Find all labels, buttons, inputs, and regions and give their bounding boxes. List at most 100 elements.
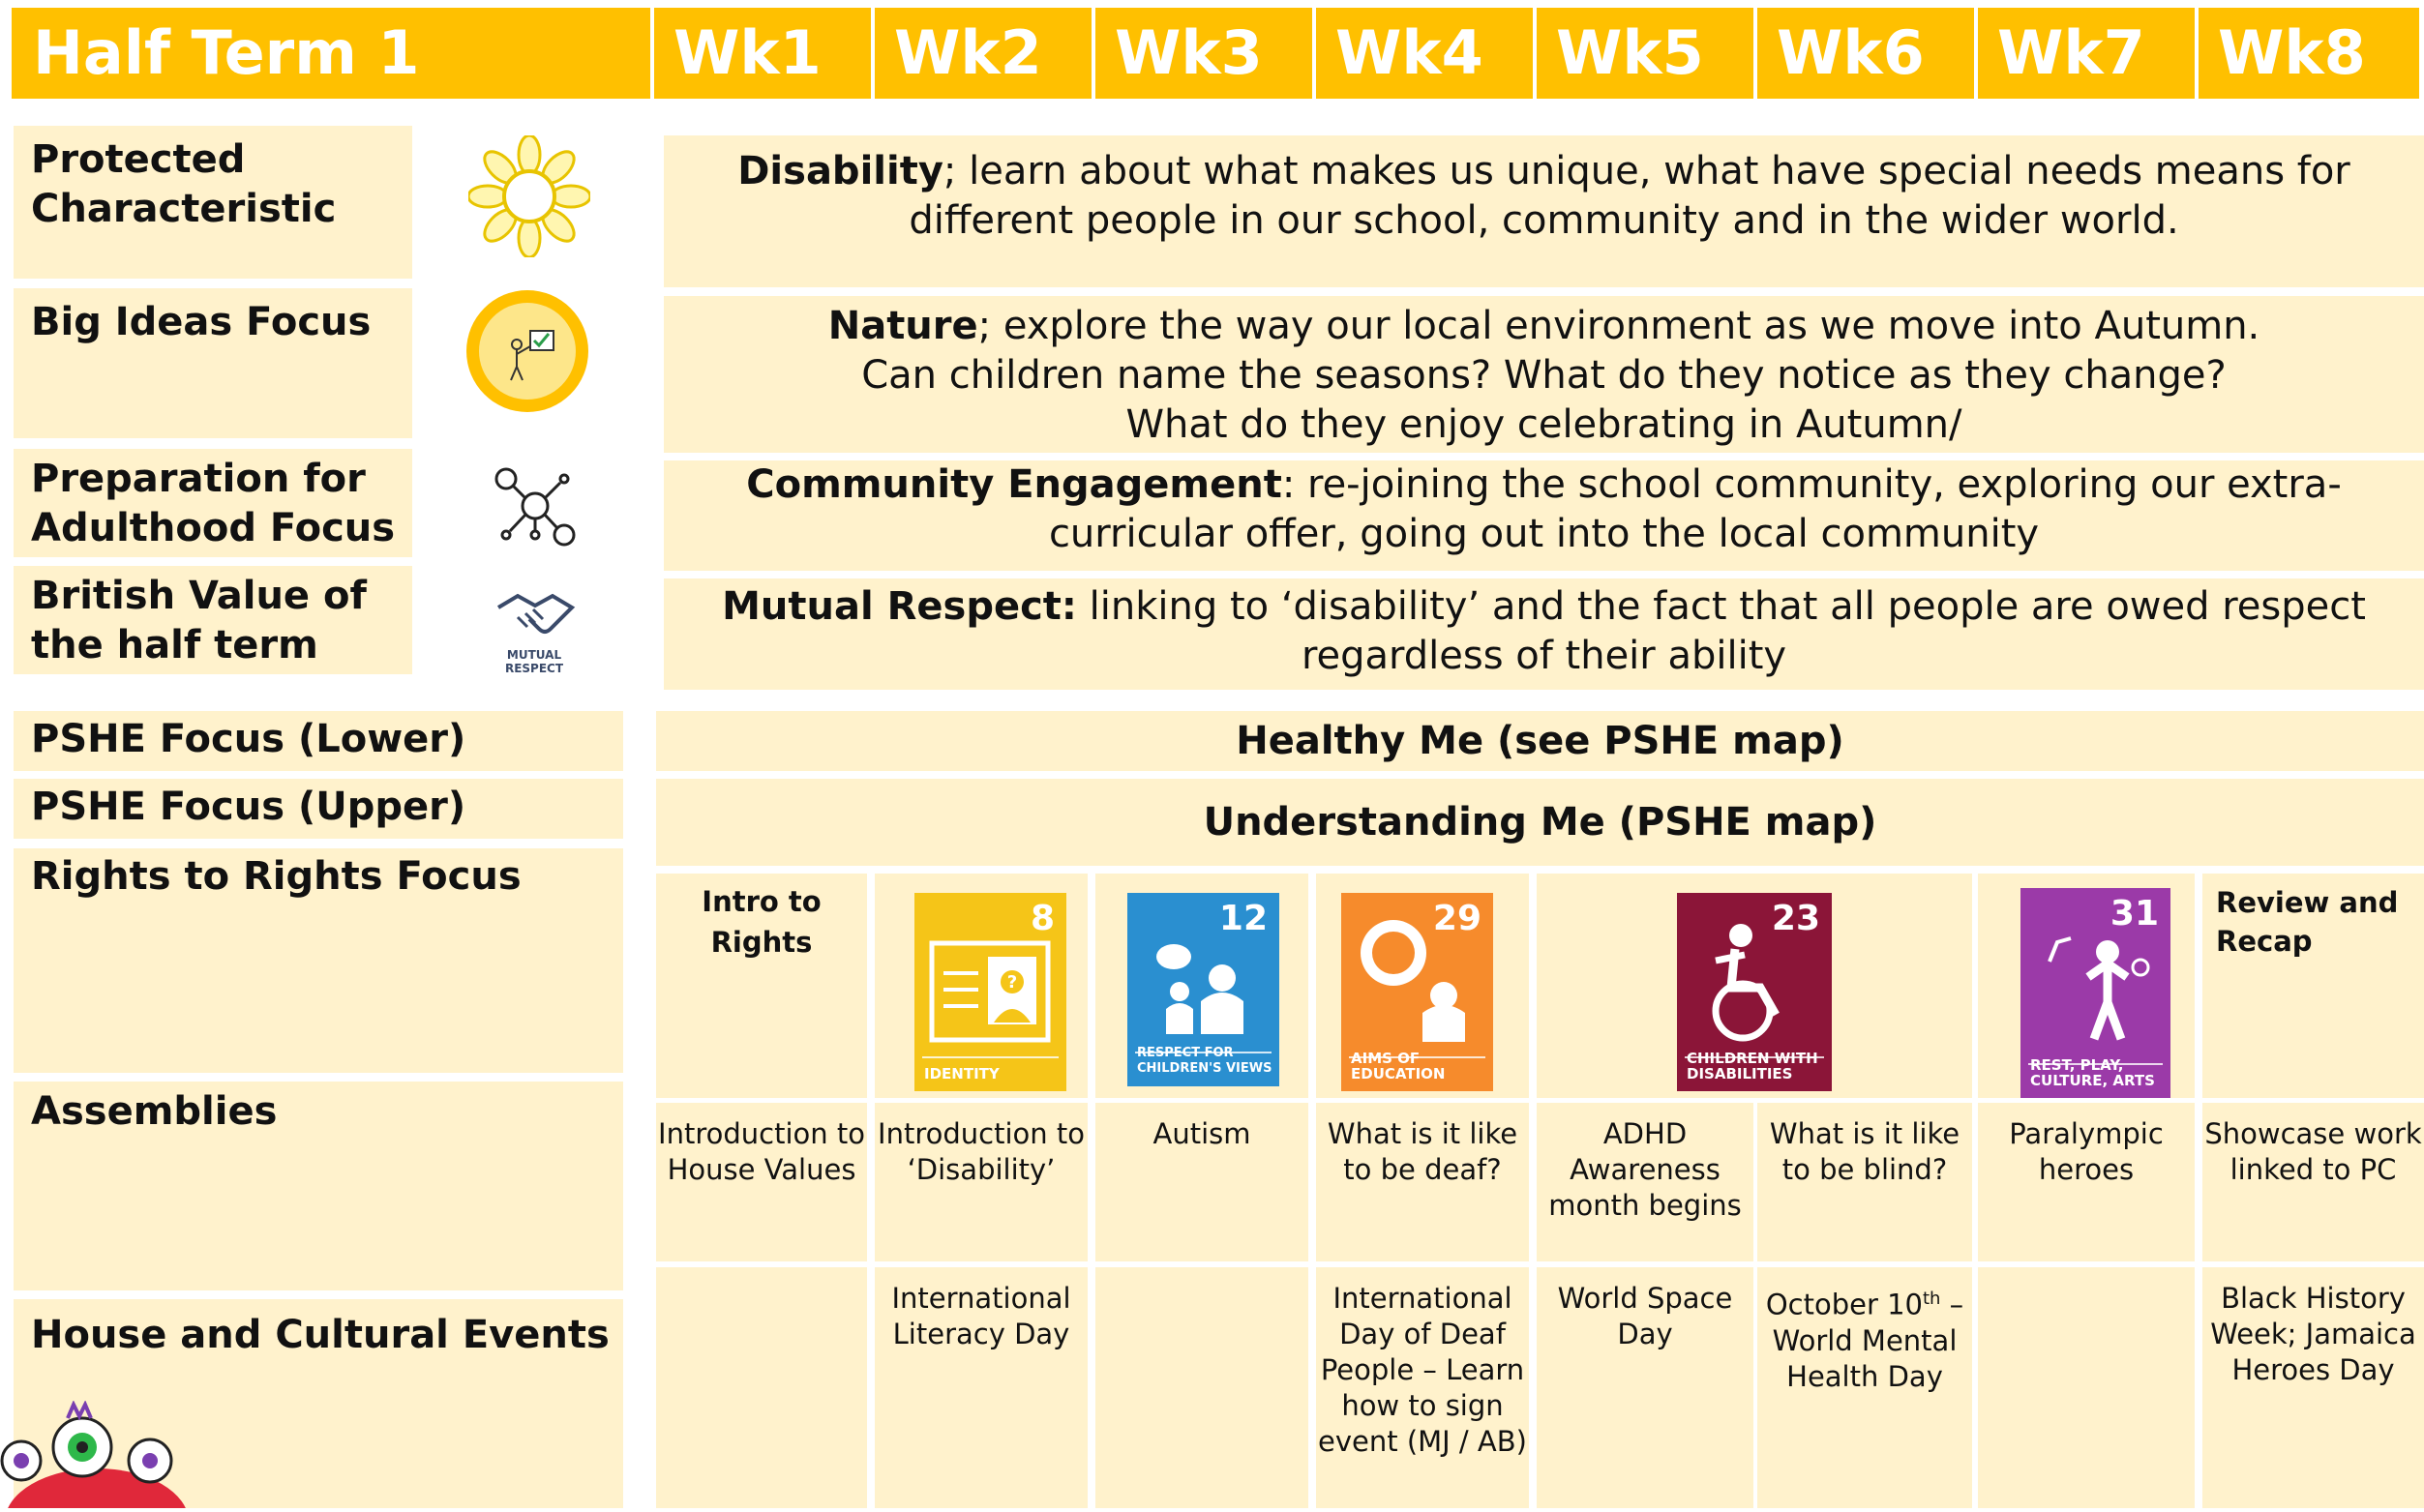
house-wk4: International Day of Deaf People – Learn… xyxy=(1316,1267,1529,1508)
week-header-3: Wk3 xyxy=(1095,8,1312,99)
week-header-8: Wk8 xyxy=(2199,8,2419,99)
handshake-caption: MUTUAL RESPECT xyxy=(504,648,564,675)
assembly-text: What is it like to be blind? xyxy=(1769,1117,1960,1186)
label-text: British Value of the half term xyxy=(31,574,367,667)
tile-caption: RESPECT FOR CHILDREN'S VIEWS xyxy=(1137,1046,1272,1076)
tile-number: 23 xyxy=(1771,899,1820,938)
tile-number: 12 xyxy=(1218,899,1268,938)
house-wk6: October 10th – World Mental Health Day xyxy=(1757,1267,1972,1508)
sunflower-icon xyxy=(466,133,592,259)
house-wk8: Black History Week; Jamaica Heroes Day xyxy=(2202,1267,2424,1508)
big-ideas-description: Nature; explore the way our local enviro… xyxy=(664,296,2424,453)
week-label: Wk8 xyxy=(2218,17,2366,88)
label-rights: Rights to Rights Focus xyxy=(14,848,623,1073)
half-term-title: Half Term 1 xyxy=(12,8,650,99)
assembly-text: Introduction to ‘Disability’ xyxy=(878,1117,1085,1186)
label-protected-characteristic: Protected Characteristic xyxy=(14,126,412,279)
assembly-wk1: Introduction to House Values xyxy=(656,1103,867,1261)
label-text: Big Ideas Focus xyxy=(31,300,372,344)
pshe-upper-text: Understanding Me (PSHE map) xyxy=(1203,800,1877,845)
label-text: PSHE Focus (Upper) xyxy=(31,785,466,829)
british-text: linking to ‘disability’ and the fact tha… xyxy=(1076,584,2366,678)
assembly-text: ADHD Awareness month begins xyxy=(1548,1117,1742,1222)
tile-bar xyxy=(1685,1056,1824,1058)
article-8-tile: 8 ? IDENTITY xyxy=(914,893,1066,1091)
british-value-description-text: Mutual Respect: linking to ‘disability’ … xyxy=(693,582,2395,681)
house-wk3 xyxy=(1095,1267,1308,1508)
tile-number: 29 xyxy=(1432,899,1481,938)
adulthood-text: : re-joining the school community, explo… xyxy=(1048,462,2342,556)
house-wk2: International Literacy Day xyxy=(875,1267,1088,1508)
label-assemblies: Assemblies xyxy=(14,1082,623,1290)
adulthood-description-text: Community Engagement: re-joining the sch… xyxy=(722,460,2366,559)
week-label: Wk5 xyxy=(1556,17,1704,88)
article-23-tile: 23 CHILDREN WITH DISABILITIES xyxy=(1677,893,1832,1091)
week-label: Wk4 xyxy=(1335,17,1483,88)
house-text-sup: th xyxy=(1923,1289,1941,1309)
adulthood-key: Community Engagement xyxy=(746,462,1282,507)
half-term-title-text: Half Term 1 xyxy=(33,17,420,88)
label-adulthood: Preparation for Adulthood Focus xyxy=(14,449,412,557)
tile-bar xyxy=(1349,1056,1485,1058)
week-header-7: Wk7 xyxy=(1978,8,2195,99)
house-wk1 xyxy=(656,1267,867,1508)
rights-wk1-text: Intro to Rights xyxy=(702,885,822,959)
british-key: Mutual Respect: xyxy=(722,584,1077,629)
house-text-pre: October 10 xyxy=(1765,1288,1923,1321)
network-people-icon xyxy=(489,460,582,552)
week-label: Wk2 xyxy=(894,17,1042,88)
week-header-2: Wk2 xyxy=(875,8,1092,99)
adulthood-description: Community Engagement: re-joining the sch… xyxy=(664,460,2424,571)
label-text: Protected Characteristic xyxy=(31,137,337,231)
assembly-wk5: ADHD Awareness month begins xyxy=(1537,1103,1753,1261)
education-icon xyxy=(1361,920,1465,1042)
assembly-wk8: Showcase work linked to PC xyxy=(2202,1103,2424,1261)
tile-caption: IDENTITY xyxy=(924,1065,1000,1082)
house-wk5: World Space Day xyxy=(1537,1267,1753,1508)
assembly-text: Introduction to House Values xyxy=(658,1117,865,1186)
house-text: International Day of Deaf People – Learn… xyxy=(1318,1282,1527,1458)
label-text: Preparation for Adulthood Focus xyxy=(31,457,396,550)
assembly-wk2: Introduction to ‘Disability’ xyxy=(875,1103,1088,1261)
id-card-icon: ? xyxy=(929,940,1051,1043)
house-text: World Space Day xyxy=(1557,1282,1733,1350)
protected-description-text: Disability; learn about what makes us un… xyxy=(664,147,2424,246)
tile-bar xyxy=(2028,1063,2163,1065)
assembly-wk7: Paralympic heroes xyxy=(1978,1103,2195,1261)
big-ideas-line2: Can children name the seasons? What do t… xyxy=(861,353,2227,398)
tile-number: 8 xyxy=(1030,899,1055,938)
week-label: Wk3 xyxy=(1115,17,1263,88)
wheelchair-icon xyxy=(1712,924,1780,1042)
assembly-text: Showcase work linked to PC xyxy=(2204,1117,2422,1186)
big-ideas-line1: Nature; explore the way our local enviro… xyxy=(664,302,2424,351)
house-text: Black History Week; Jamaica Heroes Day xyxy=(2210,1282,2416,1386)
big-ideas-text: ; explore the way our local environment … xyxy=(977,304,2260,348)
label-text: Assemblies xyxy=(31,1089,278,1134)
handshake-icon: MUTUAL RESPECT xyxy=(479,588,589,675)
tile-caption: REST, PLAY, CULTURE, ARTS xyxy=(2030,1056,2155,1089)
week-header-1: Wk1 xyxy=(654,8,871,99)
presentation-icon xyxy=(464,288,590,414)
pshe-lower-text: Healthy Me (see PSHE map) xyxy=(1236,719,1844,763)
week-header-4: Wk4 xyxy=(1316,8,1533,99)
tile-caption: AIMS OF EDUCATION xyxy=(1351,1050,1446,1082)
house-text-post: – World Mental Health Day xyxy=(1772,1288,1964,1393)
house-text: International Literacy Day xyxy=(891,1282,1071,1350)
article-29-tile: 29 AIMS OF EDUCATION xyxy=(1341,893,1493,1091)
assembly-text: Paralympic heroes xyxy=(2009,1117,2164,1186)
tile-bar xyxy=(1135,1052,1272,1053)
protected-description: Disability; learn about what makes us un… xyxy=(664,135,2424,287)
rights-wk8: Review and Recap xyxy=(2202,874,2424,1098)
pshe-upper-value: Understanding Me (PSHE map) xyxy=(656,779,2424,866)
rights-wk8-text: Review and Recap xyxy=(2216,886,2399,958)
assembly-wk4: What is it like to be deaf? xyxy=(1316,1103,1529,1261)
week-header-6: Wk6 xyxy=(1757,8,1974,99)
assembly-text: Autism xyxy=(1152,1117,1251,1150)
week-label: Wk6 xyxy=(1777,17,1925,88)
tile-caption: CHILDREN WITH DISABILITIES xyxy=(1687,1050,1818,1082)
assembly-wk6: What is it like to be blind? xyxy=(1757,1103,1972,1261)
play-music-icon xyxy=(2048,936,2150,1041)
house-wk7 xyxy=(1978,1267,2195,1508)
big-ideas-key: Nature xyxy=(827,304,978,348)
big-ideas-line3: What do they enjoy celebrating in Autumn… xyxy=(1125,402,1962,447)
